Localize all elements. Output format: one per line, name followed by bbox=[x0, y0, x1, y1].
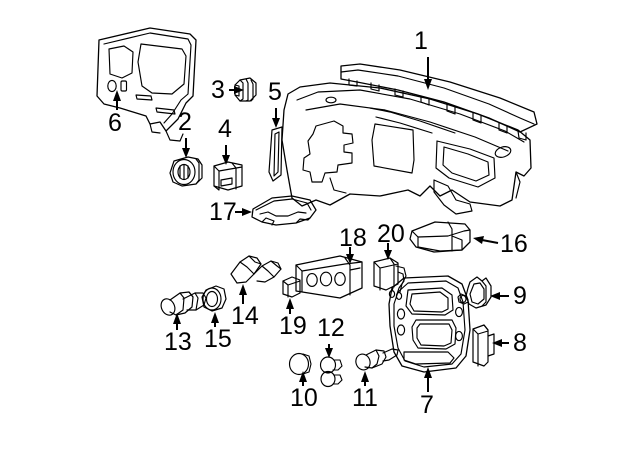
part-2-headlight-switch-knob bbox=[169, 156, 203, 187]
callout-label-5: 5 bbox=[268, 78, 282, 106]
part-8-retainer-clip-bracket bbox=[472, 324, 495, 367]
callout-label-13: 13 bbox=[164, 328, 192, 356]
callout-label-6: 6 bbox=[108, 109, 122, 137]
part-20-relay-module-harness bbox=[373, 257, 407, 300]
callout-label-8: 8 bbox=[513, 329, 527, 357]
part-7-center-stack-bezel bbox=[388, 275, 471, 373]
callout-label-19: 19 bbox=[279, 312, 307, 340]
callout-arrows bbox=[113, 57, 509, 392]
callout-label-16: 16 bbox=[500, 230, 528, 258]
callout-label-3: 3 bbox=[211, 76, 225, 104]
callout-label-1: 1 bbox=[414, 27, 428, 55]
callout-label-11: 11 bbox=[352, 384, 378, 412]
callout-label-18: 18 bbox=[339, 224, 367, 252]
part-9-mounting-bracket-nut bbox=[457, 276, 492, 309]
part-15-round-knob-trim-ring bbox=[201, 285, 227, 312]
part-6-instrument-cluster-bezel bbox=[96, 27, 197, 142]
part-18-accessory-switch-bezel bbox=[295, 255, 363, 299]
callout-label-17: 17 bbox=[209, 198, 237, 226]
part-10-round-plug-cap bbox=[288, 352, 312, 376]
callout-label-9: 9 bbox=[513, 282, 527, 310]
instrument-panel-main-body bbox=[281, 82, 532, 215]
callout-label-12: 12 bbox=[317, 314, 345, 342]
part-19-square-blank-plug bbox=[282, 276, 301, 298]
part-11-lamp-socket-bulb bbox=[355, 348, 399, 371]
callout-label-7: 7 bbox=[420, 391, 434, 419]
part-4-switch-button-cap bbox=[213, 161, 243, 191]
callout-label-2: 2 bbox=[178, 108, 192, 136]
part-5-side-defroster-trim bbox=[268, 126, 283, 182]
callout-label-10: 10 bbox=[290, 384, 318, 412]
callout-label-4: 4 bbox=[218, 115, 232, 143]
callout-label-15: 15 bbox=[204, 325, 232, 353]
callout-label-20: 20 bbox=[377, 220, 405, 248]
part-12-double-grommet-bushing bbox=[319, 356, 343, 388]
part-16-glove-box-door bbox=[409, 221, 471, 253]
part-1-upper-dash-trim-strip bbox=[340, 63, 538, 141]
callout-label-14: 14 bbox=[231, 302, 259, 330]
part-13-lamp-socket-assembly bbox=[160, 291, 207, 316]
part-14-cylinder-sleeve-bushing bbox=[230, 255, 282, 284]
part-17-lower-knee-bolster-panel bbox=[251, 195, 317, 226]
